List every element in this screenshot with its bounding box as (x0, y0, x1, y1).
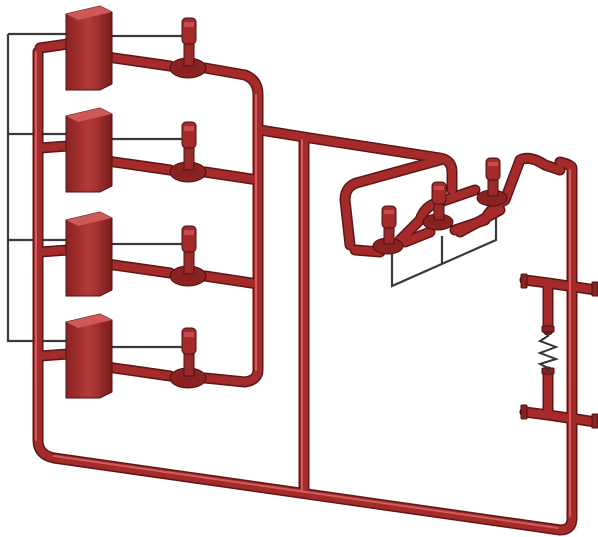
flange-icon (520, 273, 528, 289)
heat-exchanger-icon (65, 313, 113, 399)
pump-icon (169, 225, 207, 287)
flange-icon (591, 281, 598, 297)
pipe-flanges (520, 273, 598, 429)
flexible-connector-icon (537, 332, 560, 372)
heat-exchanger-icon (65, 5, 113, 91)
flange-icon (591, 413, 598, 429)
circulation-pumps (169, 17, 207, 389)
pump-icon (476, 157, 508, 207)
heat-exchanger-icon (65, 211, 113, 297)
pump-icon (422, 181, 454, 231)
flange-icon (520, 404, 528, 420)
piping-network (32, 38, 598, 536)
pump-icon (372, 205, 404, 255)
flange-icon (541, 325, 555, 333)
heat-exchanger-icon (65, 107, 113, 193)
pump-icon (169, 17, 207, 79)
heat-exchangers (65, 5, 113, 399)
branch-pumps (372, 157, 508, 255)
pump-icon (169, 121, 207, 183)
pump-icon (169, 327, 207, 389)
